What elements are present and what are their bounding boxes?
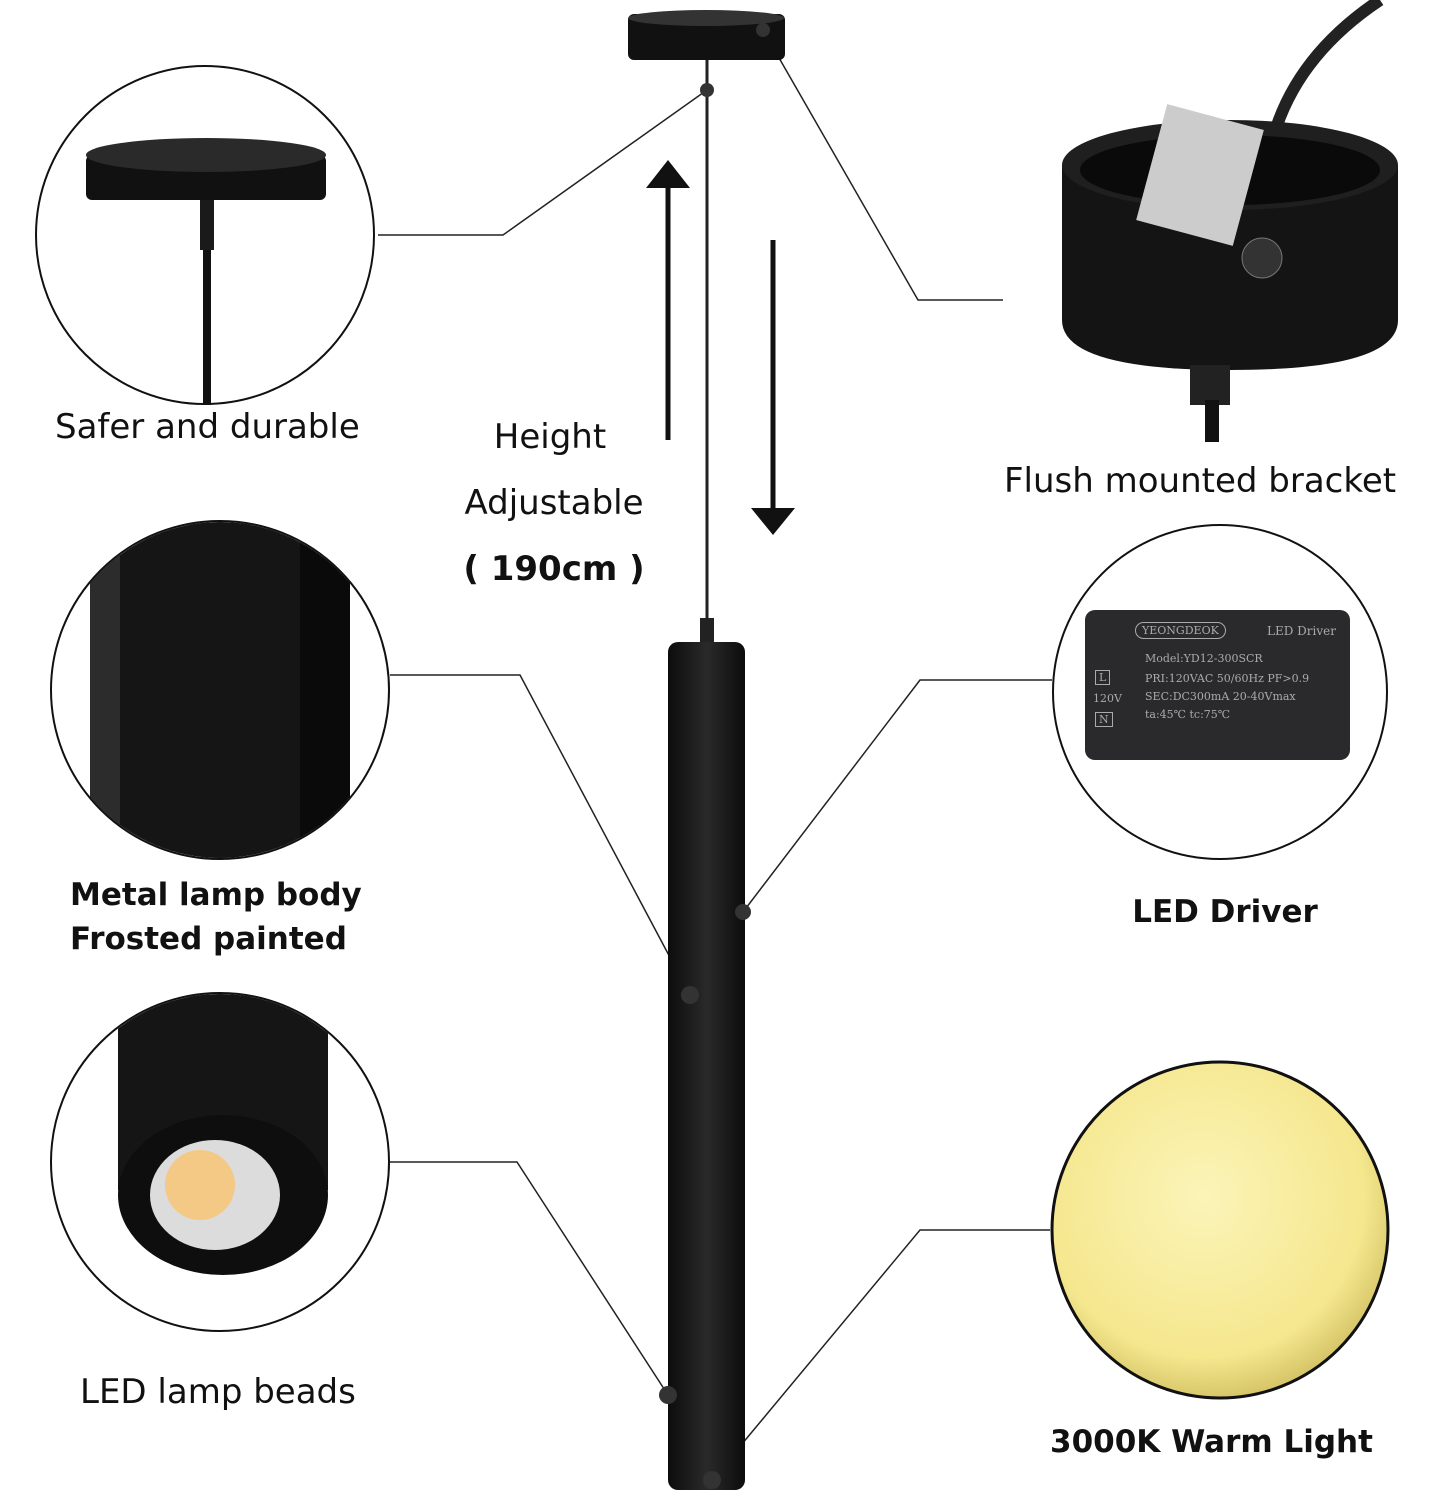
driver-temps: ta:45℃ tc:75℃ [1145,708,1231,721]
driver-voltage: 120V [1093,692,1122,705]
canopy-caption: Safer and durable [55,407,360,447]
height-caption-1: Height [493,417,607,457]
led-driver-label: YEONGDEOK LED Driver Model:YD12-300SCR P… [1085,610,1350,760]
canopy-detail [35,65,375,405]
light-caption: 3000K Warm Light [1050,1424,1373,1460]
body-caption-1: Metal lamp body [70,877,362,913]
driver-pri: PRI:120VAC 50/60Hz PF>0.9 [1145,672,1310,685]
height-arrows [646,160,795,535]
bracket-caption: Flush mounted bracket [1004,461,1397,501]
body-caption-2: Frosted painted [70,921,347,957]
driver-title: LED Driver [1267,624,1336,638]
warm-light-detail [1050,1060,1390,1400]
driver-caption: LED Driver [1132,894,1318,930]
driver-n: N [1095,712,1113,727]
height-value: ( 190cm ) [463,549,645,589]
leader-lines [378,29,1052,1481]
pendant-lamp [628,10,785,1490]
driver-model: Model:YD12-300SCR [1145,652,1263,665]
beads-detail [50,992,390,1332]
height-caption-2: Adjustable [464,483,644,523]
body-detail [50,520,390,860]
driver-l: L [1095,670,1111,685]
driver-brand: YEONGDEOK [1135,622,1226,639]
beads-caption: LED lamp beads [80,1372,356,1412]
driver-sec: SEC:DC300mA 20-40Vmax [1145,690,1296,703]
bracket-detail [1062,0,1398,442]
